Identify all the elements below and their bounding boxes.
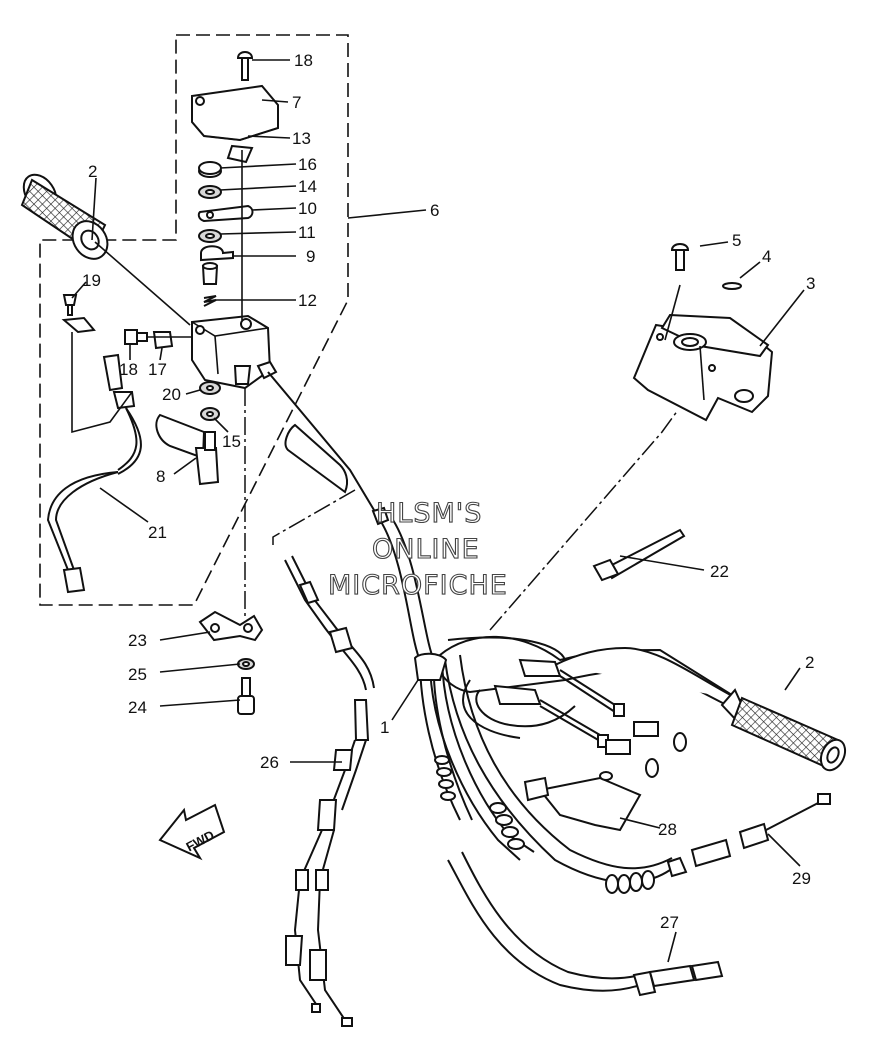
throttle-cover <box>191 84 279 164</box>
watermark-line-1: HLSM'S <box>376 498 482 529</box>
callout-9: 9 <box>306 247 315 266</box>
handlebar <box>439 635 741 714</box>
cable-adjusters <box>493 658 687 778</box>
callout-5: 5 <box>732 231 741 250</box>
callout-20: 20 <box>162 385 181 404</box>
nut-and-bolt <box>124 329 174 350</box>
callout-18-mid: 18 <box>119 360 138 379</box>
kill-switch-wire <box>46 294 142 594</box>
callout-17: 17 <box>148 360 167 379</box>
callout-15: 15 <box>222 432 241 451</box>
watermark-line-2: ONLINE <box>372 534 480 565</box>
cable-holder <box>198 610 264 642</box>
callout-28: 28 <box>658 820 677 839</box>
cable-boots <box>434 755 655 894</box>
callout-16: 16 <box>298 155 317 174</box>
callout-23: 23 <box>128 631 147 650</box>
callout-2-right: 2 <box>805 653 814 672</box>
callout-3: 3 <box>806 274 815 293</box>
callout-19: 19 <box>82 271 101 290</box>
switch-housing <box>632 313 774 422</box>
callout-25: 25 <box>128 665 147 684</box>
callout-7: 7 <box>292 93 301 112</box>
callout-13: 13 <box>292 129 311 148</box>
callout-22: 22 <box>710 562 729 581</box>
callout-21: 21 <box>148 523 167 542</box>
brake-switch <box>648 960 724 988</box>
callout-26: 26 <box>260 753 279 772</box>
callout-24: 24 <box>128 698 147 717</box>
throttle-lever <box>155 413 220 486</box>
callout-10: 10 <box>298 199 317 218</box>
callout-12: 12 <box>298 291 317 310</box>
throttle-cable <box>284 555 375 1027</box>
left-grip <box>20 173 109 260</box>
clutch-switch <box>523 771 642 832</box>
cable-tie <box>592 528 686 582</box>
callout-18-top: 18 <box>294 51 313 70</box>
watermark-line-3: MICROFICHE <box>328 570 508 601</box>
callout-29: 29 <box>792 869 811 888</box>
callout-27: 27 <box>660 913 679 932</box>
switch-lead <box>690 793 831 868</box>
throttle-housing <box>191 314 278 390</box>
callout-11: 11 <box>298 223 316 242</box>
callout-1: 1 <box>380 718 389 737</box>
leader-lines <box>71 59 805 963</box>
callout-6: 6 <box>430 201 439 220</box>
callout-8: 8 <box>156 467 165 486</box>
screw <box>236 51 254 81</box>
bolt <box>237 677 255 715</box>
right-grip <box>720 688 847 772</box>
fwd-arrow-icon: FWD <box>158 803 226 861</box>
callout-14: 14 <box>298 177 317 196</box>
throttle-assembly-box <box>39 34 349 606</box>
callout-4: 4 <box>762 247 771 266</box>
screw <box>670 243 690 271</box>
callout-2-left: 2 <box>88 162 97 181</box>
